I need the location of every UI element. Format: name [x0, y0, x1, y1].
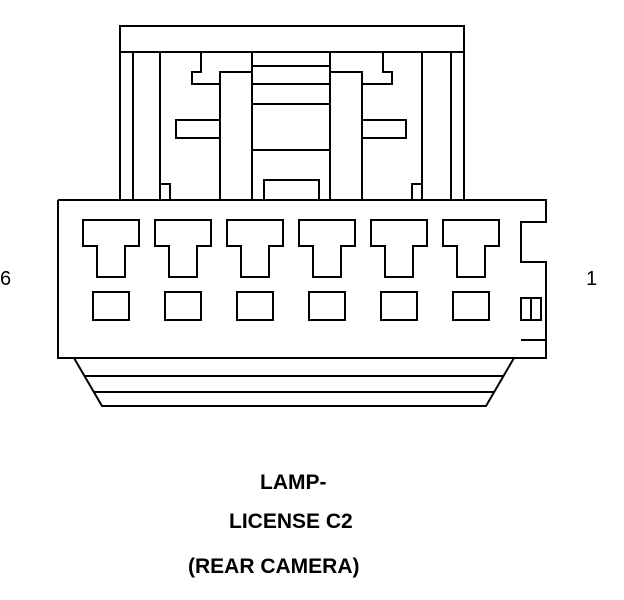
terminal-cavity-3 [298, 219, 356, 278]
connector-face-diagram [57, 25, 547, 407]
square-cavities [92, 291, 490, 321]
square-cavity-1 [452, 291, 490, 321]
square-cavity-6 [92, 291, 130, 321]
terminal-cavity-5 [154, 219, 212, 278]
square-cavity-2 [380, 291, 418, 321]
terminal-cavities [82, 219, 500, 278]
square-cavity-5 [164, 291, 202, 321]
top-latch-housing [119, 25, 465, 201]
connector-body [57, 199, 547, 359]
center-latch [175, 52, 407, 201]
caption-line-1: LAMP- [260, 471, 327, 494]
caption-line-3: (REAR CAMERA) [188, 555, 360, 578]
pin-number-1-label: 1 [586, 268, 598, 290]
bottom-skirt [72, 357, 516, 407]
terminal-cavity-6 [82, 219, 140, 278]
caption-line-2: LICENSE C2 [229, 510, 353, 533]
square-cavity-3 [308, 291, 346, 321]
terminal-cavity-2 [370, 219, 428, 278]
lock-key [520, 297, 542, 321]
square-cavity-4 [236, 291, 274, 321]
pin-number-6-label: 6 [0, 268, 12, 290]
terminal-cavity-4 [226, 219, 284, 278]
terminal-cavity-1 [442, 219, 500, 278]
